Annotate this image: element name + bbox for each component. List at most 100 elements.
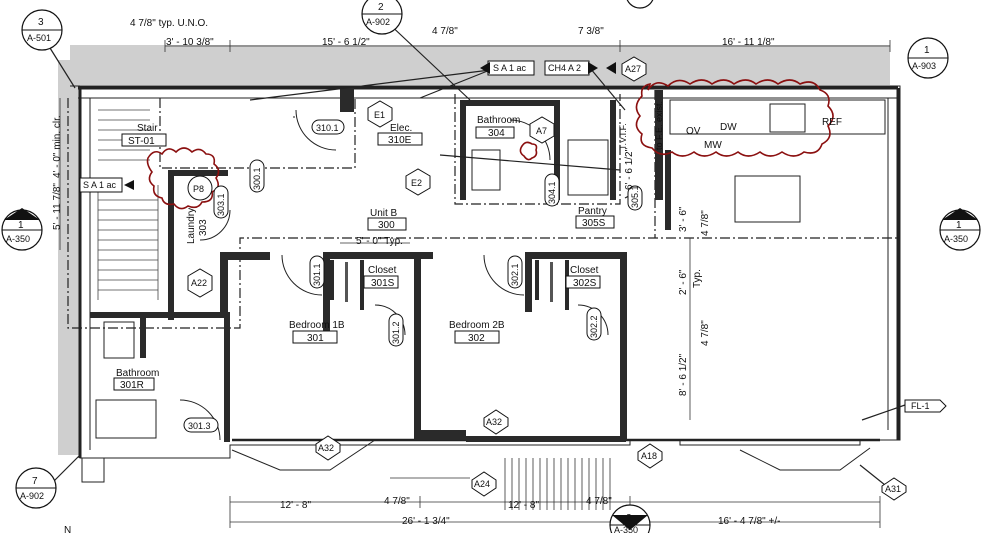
door-tag-303-1: 303.1 — [216, 193, 226, 216]
tag-a31: A31 — [885, 484, 901, 494]
dim-right-typ: Typ. — [692, 269, 703, 288]
dim-left-b: 5' - 11 7/8" — [52, 183, 63, 230]
shower-304 — [567, 139, 609, 196]
dim-unit-typ: 5' - 0" Typ. — [356, 236, 403, 247]
note-tvif: T.V.I.F. — [618, 123, 628, 150]
exterior-band-top — [70, 45, 890, 85]
bay-window-right — [739, 447, 871, 471]
bath-boundary — [454, 94, 621, 205]
tag-e2: E2 — [411, 178, 422, 188]
callout-2-top-number: 2 — [378, 2, 384, 13]
bay-window-left — [231, 439, 376, 471]
door-tag-304-1: 304.1 — [547, 181, 557, 204]
interior-walls — [90, 88, 671, 442]
room-name-elec: Elec. — [390, 123, 412, 134]
room-name-bedroom-1b: Bedroom 1B — [289, 320, 345, 331]
closet-rod-2 — [550, 262, 553, 302]
room-name-unit: Unit B — [370, 208, 398, 219]
door-tag-310-1: 310.1 — [316, 123, 339, 133]
callout-arrows — [4, 208, 978, 530]
kitchen-island — [734, 175, 801, 223]
toilet-301r — [103, 321, 135, 359]
room-number-unit: 300 — [378, 220, 395, 231]
dim-top-typ: 4 7/8" typ. U.N.O. — [130, 18, 208, 29]
tag-a32-right: A32 — [486, 417, 502, 427]
room-number-closet-302: 302S — [573, 278, 597, 289]
room-number-bathroom-301r: 301R — [120, 380, 144, 391]
note-exist: to F.E. exist. — [654, 101, 664, 150]
appliance-mw: MW — [704, 140, 722, 151]
dim-top-c: 4 7/8" — [432, 26, 458, 37]
door-tag-302-1: 302.1 — [510, 263, 520, 286]
room-number-stair: ST-01 — [128, 136, 155, 147]
appliance-dw: DW — [720, 122, 737, 133]
dim-bottom-total: 26' - 1 3/4" — [402, 516, 450, 527]
dim-top-d: 7 3/8" — [578, 26, 604, 37]
dim-bottom-a: 12' - 8" — [280, 500, 311, 511]
room-number-bedroom-2b: 302 — [468, 333, 485, 344]
tag-a18: A18 — [641, 451, 657, 461]
dim-top-a: 3' - 10 3/8" — [166, 37, 214, 48]
tag-arrows — [124, 62, 616, 190]
callout-dividers — [2, 13, 980, 526]
room-number-closet-301: 301S — [371, 278, 395, 289]
tag-a22: A22 — [191, 278, 207, 288]
closet-rod-1 — [345, 262, 348, 302]
appliance-ref: REF — [822, 117, 842, 128]
room-name-stair: Stair — [137, 123, 158, 134]
door-tag-302-2: 302.2 — [589, 315, 599, 338]
tag-sa1-left: S A 1 ac — [83, 180, 117, 190]
dim-bottom-c: 12' - 8" — [508, 500, 539, 511]
room-number-elec: 310E — [388, 135, 412, 146]
door-tag-305-1: 305.1 — [630, 185, 640, 208]
callout-1-right-mid-sheet: A-350 — [944, 234, 968, 244]
room-number-pantry: 305S — [582, 218, 606, 229]
tag-a7: A7 — [536, 126, 547, 136]
room-name-bathroom-304: Bathroom — [477, 115, 520, 126]
callout-3-sheet: A-501 — [27, 33, 51, 43]
revision-clouds — [146, 79, 834, 210]
appliance-ov: OV — [686, 126, 701, 137]
dim-right-a: 3' - 6" — [678, 206, 689, 232]
door-tag-301-3: 301.3 — [188, 421, 211, 431]
callout-1-left-sheet: A-350 — [6, 234, 30, 244]
room-name-laundry: Laundry — [186, 208, 197, 244]
room-number-bedroom-1b: 301 — [307, 333, 324, 344]
tag-ch4: CH4 A 2 — [548, 63, 581, 73]
tag-sa1: S A 1 ac — [493, 63, 527, 73]
unit-boundary — [67, 98, 900, 329]
sink — [769, 103, 806, 133]
dim-bottom-b: 4 7/8" — [384, 496, 410, 507]
door-tag-301-2: 301.2 — [391, 321, 401, 344]
room-name-closet-301: Closet — [368, 265, 397, 276]
north-label: N — [64, 525, 71, 533]
room-name-bathroom-301r: Bathroom — [116, 368, 159, 379]
dim-top-b: 15' - 6 1/2" — [322, 37, 370, 48]
callout-2-top-sheet: A-902 — [366, 17, 390, 27]
exterior-band-left — [58, 60, 80, 455]
dim-right-c: 2' - 6" — [678, 269, 689, 295]
leader-lines — [44, 19, 906, 491]
dim-right-b: 4 7/8" — [700, 210, 711, 236]
dim-left-a: 4' - 0" min. clr. — [52, 115, 63, 178]
exterior-post — [81, 457, 105, 483]
door-tag-301-1: 301.1 — [312, 263, 322, 286]
dim-bottom-e: 16' - 4 7/8" +/- — [718, 516, 780, 527]
callout-2-bottom-sheet: A-350 — [614, 525, 638, 533]
callout-1-right-number: 1 — [924, 45, 930, 56]
room-name-pantry: Pantry — [578, 206, 607, 217]
dim-top-e: 16' - 11 1/8" — [722, 37, 775, 48]
room-number-laundry: 303 — [198, 219, 209, 236]
bottom-steps — [504, 458, 611, 510]
callout-2-bottom-number: 2 — [626, 513, 632, 524]
dim-right-d: 4 7/8" — [700, 320, 711, 346]
tag-e1: E1 — [374, 110, 385, 120]
callout-1-right-mid-number: 1 — [956, 220, 962, 231]
stair-treads — [97, 109, 159, 300]
vanity-301r — [95, 399, 157, 439]
callout-3-number: 3 — [38, 17, 44, 28]
tag-a24: A24 — [474, 479, 490, 489]
tag-p8: P8 — [193, 184, 204, 194]
dim-right-e: 8' - 6 1/2" — [678, 353, 689, 396]
